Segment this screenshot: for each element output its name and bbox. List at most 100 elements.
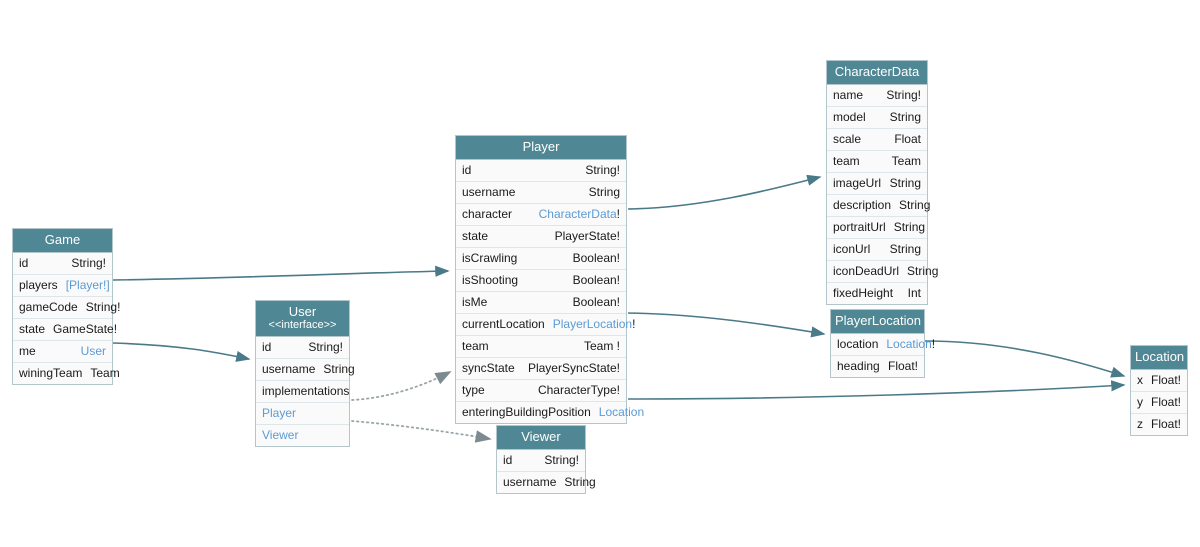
field-type: String bbox=[588, 185, 620, 199]
field-type: PlayerLocation! bbox=[545, 318, 636, 331]
field-type: [Player!] bbox=[58, 279, 110, 292]
field-row[interactable]: z Float! bbox=[1131, 414, 1187, 435]
field-type: Float! bbox=[1151, 417, 1182, 431]
field-type-link[interactable]: PlayerLocation bbox=[552, 317, 633, 331]
field-type-link[interactable]: Location bbox=[886, 337, 932, 351]
field-name: model bbox=[833, 110, 866, 124]
field-type: String bbox=[323, 362, 355, 376]
edge-playerlocation-location-to-location bbox=[924, 340, 1126, 378]
field-name: username bbox=[503, 475, 557, 489]
field-type-link[interactable]: [Player!] bbox=[65, 278, 110, 292]
field-name: username bbox=[462, 185, 516, 199]
field-type: String bbox=[564, 475, 596, 489]
field-name: isCrawling bbox=[462, 251, 518, 265]
field-type: Team bbox=[90, 366, 120, 380]
field-name: imageUrl bbox=[833, 176, 882, 190]
field-type-link[interactable]: Location bbox=[598, 405, 645, 419]
field-type: Location! bbox=[878, 338, 935, 351]
field-row[interactable]: syncState PlayerSyncState! bbox=[456, 358, 626, 380]
field-type: String bbox=[893, 220, 926, 234]
field-type: String! bbox=[544, 453, 579, 467]
field-row[interactable]: players [Player!] bbox=[13, 275, 112, 297]
edge-game-me-to-user bbox=[112, 342, 251, 362]
field-row[interactable]: enteringBuildingPosition Location bbox=[456, 402, 644, 423]
field-name: team bbox=[462, 339, 489, 353]
field-row[interactable]: Viewer bbox=[256, 425, 349, 446]
field-row[interactable]: username String bbox=[256, 359, 355, 381]
field-type: Float! bbox=[1151, 395, 1182, 409]
edge-player-enteringbuildingposition-to-location bbox=[627, 380, 1126, 400]
field-type-link[interactable]: User bbox=[80, 344, 106, 358]
edge-game-players-to-player bbox=[112, 265, 450, 281]
field-name: heading bbox=[837, 359, 880, 373]
field-type: PlayerSyncState! bbox=[527, 361, 620, 375]
entity-header-user: User<<interface>> bbox=[256, 301, 349, 337]
field-name: z bbox=[1137, 417, 1143, 431]
entity-header-viewer: Viewer bbox=[497, 426, 585, 450]
field-row[interactable]: username String bbox=[497, 472, 596, 493]
field-row[interactable]: y Float! bbox=[1131, 392, 1187, 414]
field-name: iconDeadUrl bbox=[833, 264, 900, 278]
field-name: y bbox=[1137, 395, 1143, 409]
field-row[interactable]: heading Float! bbox=[831, 356, 924, 377]
entity-name: PlayerLocation bbox=[835, 313, 921, 328]
field-name: character bbox=[462, 207, 513, 221]
field-name: type bbox=[462, 383, 485, 397]
entity-header-player: Player bbox=[456, 136, 626, 160]
field-row[interactable]: implementations bbox=[256, 381, 349, 403]
field-type: Boolean! bbox=[572, 273, 620, 287]
field-name: enteringBuildingPosition bbox=[462, 405, 591, 419]
field-name: portraitUrl bbox=[833, 220, 886, 234]
field-type: Float! bbox=[887, 359, 918, 373]
field-type: Float bbox=[894, 132, 921, 146]
field-row[interactable]: portraitUrl String bbox=[827, 217, 927, 239]
entity-header-location: Location bbox=[1131, 346, 1187, 370]
field-name: syncState bbox=[462, 361, 515, 375]
field-name: Viewer bbox=[262, 428, 299, 442]
field-name: players bbox=[19, 278, 58, 292]
entity-name: Game bbox=[44, 232, 81, 247]
edge-player-character-to-characterdata bbox=[627, 174, 822, 210]
field-type-link[interactable]: CharacterData bbox=[538, 207, 617, 221]
field-name: gameCode bbox=[19, 300, 78, 314]
field-name: username bbox=[262, 362, 316, 376]
field-row[interactable]: Player bbox=[256, 403, 349, 425]
field-name: state bbox=[462, 229, 489, 243]
entity-name: CharacterData bbox=[834, 64, 920, 79]
field-row[interactable]: username String bbox=[456, 182, 626, 204]
